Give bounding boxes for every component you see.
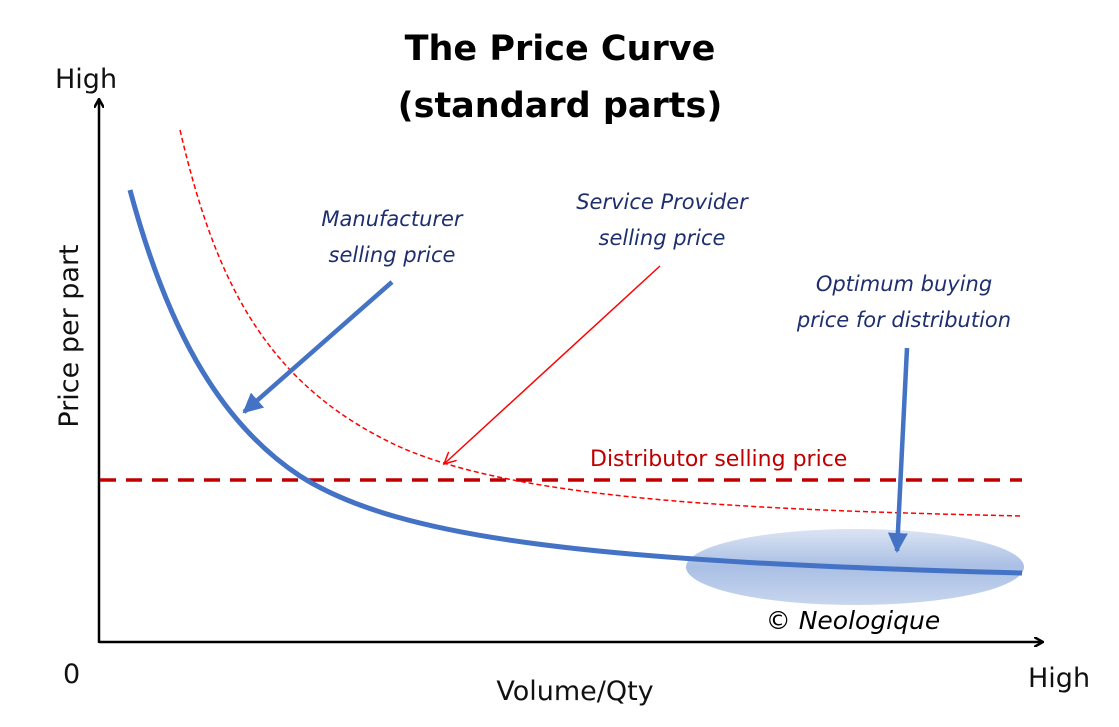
x-axis-high-label: High <box>1028 663 1090 694</box>
title-line-2: (standard parts) <box>398 86 723 126</box>
y-axis-title: Price per part <box>54 244 85 427</box>
title-line-1: The Price Curve <box>405 29 716 69</box>
x-axis-title: Volume/Qty <box>496 676 653 707</box>
y-axis-high-label: High <box>55 64 117 95</box>
origin-label: 0 <box>63 659 80 690</box>
service-provider-label-2: selling price <box>599 226 726 250</box>
service-provider-label-1: Service Provider <box>576 190 749 214</box>
optimum-arrow <box>887 347 910 553</box>
manufacturer-label-2: selling price <box>329 243 456 267</box>
distributor-label: Distributor selling price <box>590 447 847 472</box>
service-provider-curve <box>179 129 1023 517</box>
optimum-label-2: price for distribution <box>796 308 1011 332</box>
manufacturer-curve <box>127 189 1023 576</box>
copyright-label: © Neologique <box>766 606 940 635</box>
optimum-label-1: Optimum buying <box>816 272 992 296</box>
manufacturer-arrow <box>242 280 394 414</box>
manufacturer-label-1: Manufacturer <box>321 207 464 231</box>
service-provider-arrow <box>444 265 661 464</box>
